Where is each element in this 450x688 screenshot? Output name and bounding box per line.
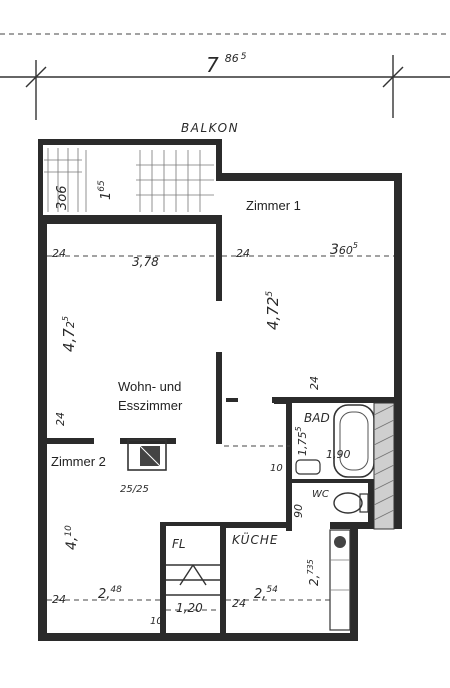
exterior-right-wall-lower xyxy=(350,528,358,641)
exterior-bottom-wall-right xyxy=(220,633,358,641)
wohn-label-line1: Wohn- und xyxy=(118,379,181,394)
dim-wall-24-a: 24 xyxy=(52,247,66,260)
dim-wall-24-right: 24 xyxy=(308,376,321,390)
dim-zimmer1-width: 3605 xyxy=(330,241,358,258)
zimmer1-top-wall xyxy=(216,173,402,181)
bathtub xyxy=(333,402,395,530)
wc-right-wall xyxy=(368,483,376,523)
dim-kueche-width: 2,54 xyxy=(254,585,278,602)
door-mark-1 xyxy=(226,398,238,402)
dim-bath-width: 1,90 xyxy=(326,448,351,461)
bath-right-wall xyxy=(394,399,402,529)
balcony-right-wall xyxy=(216,139,222,179)
walls xyxy=(38,139,402,641)
dim-zimmer2-width: 2,48 xyxy=(98,585,122,602)
exterior-bottom-wall-left xyxy=(38,633,220,641)
dim-wohn-top: 3,78 xyxy=(132,255,159,269)
bath-wc-divider xyxy=(292,479,394,483)
dim-zimmer2-height: 4,10 xyxy=(64,525,80,550)
balcony-hatching xyxy=(44,148,214,212)
dim-chimney: 25/25 xyxy=(120,484,149,495)
dim-wall-10: 10 xyxy=(270,463,283,474)
bath-left-wall xyxy=(286,403,292,531)
dim-wall-10-b: 10 xyxy=(150,616,163,627)
zimmer1-label: Zimmer 1 xyxy=(246,198,301,213)
bath-sink xyxy=(295,459,321,475)
dim-wall-24-left: 24 xyxy=(54,412,67,426)
dim-left-height: 4,725 xyxy=(60,316,78,352)
zimmer2-label: Zimmer 2 xyxy=(51,454,106,469)
exterior-left-wall xyxy=(38,215,47,641)
zimmer2-top-wall xyxy=(38,438,94,444)
dim-wc-90: 90 xyxy=(292,504,305,518)
chimney xyxy=(127,439,167,471)
kitchen-top-wall xyxy=(220,522,290,528)
exterior-top-wall-left xyxy=(38,215,222,224)
dim-wall-24-bl: 24 xyxy=(52,593,66,606)
dim-balcony-left: 3o6 xyxy=(55,186,70,211)
toilet xyxy=(333,492,369,514)
door-mark-2 xyxy=(274,398,288,404)
balcony-top-wall xyxy=(38,139,222,145)
dim-balcony-mid: 165 xyxy=(97,180,114,200)
flur-label: FL xyxy=(172,537,186,551)
balcony-label: BALKON xyxy=(181,121,239,135)
dim-flur-width: 1,20 xyxy=(176,601,203,615)
kueche-label: KÜCHE xyxy=(232,531,278,547)
kitchen-counter xyxy=(329,529,351,631)
dim-kueche-height: 2,735 xyxy=(306,559,321,586)
living-right-wall-mid xyxy=(216,352,222,444)
zimmer1-left-wall xyxy=(216,215,222,301)
wc-label: WC xyxy=(312,489,329,500)
exterior-right-wall-upper xyxy=(394,173,402,399)
bad-label: BAD xyxy=(304,411,330,425)
zimmer1-bottom-wall xyxy=(272,397,402,403)
overall-dimension-line xyxy=(0,33,450,120)
balcony-left-wall xyxy=(38,139,43,215)
dim-bath-height: 1,755 xyxy=(294,426,309,456)
kitchen-left-wall xyxy=(220,528,226,641)
zimmer2-right-wall xyxy=(160,522,166,641)
wohn-label-line2: Esszimmer xyxy=(118,398,183,413)
flur-top-wall xyxy=(160,522,222,526)
dim-wall-24-b: 24 xyxy=(236,247,250,260)
dim-zimmer1-height: 4,725 xyxy=(264,291,282,330)
dim-wall-24-kueche: 24 xyxy=(232,597,246,610)
kitchen-top-right-wall xyxy=(330,522,402,529)
stairs xyxy=(166,564,220,596)
zimmer2-top-wall-right xyxy=(120,438,176,444)
